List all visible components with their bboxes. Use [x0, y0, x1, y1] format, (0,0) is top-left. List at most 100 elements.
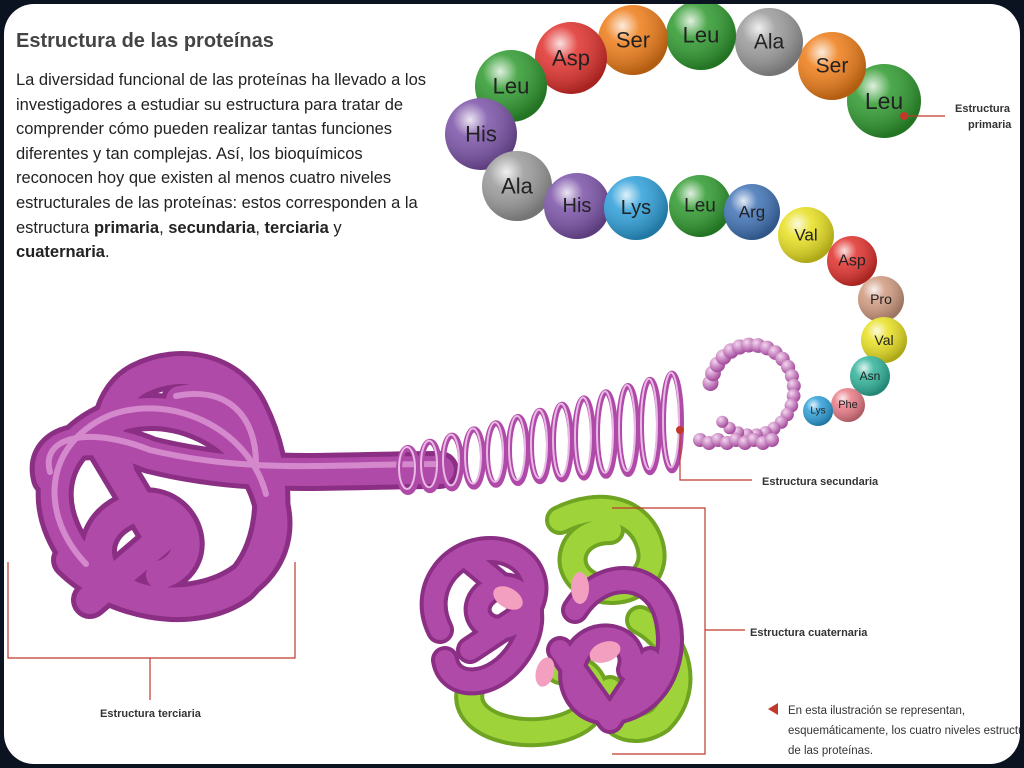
- alpha-helix: [396, 370, 684, 495]
- helix-coil-highlight: [442, 433, 460, 487]
- amino-acid-shine: [798, 32, 866, 100]
- amino-acid-bead: Ser: [798, 32, 866, 100]
- amino-acid-shine: [827, 236, 877, 286]
- bead-chain: [693, 337, 801, 450]
- loop-bead: [716, 415, 729, 428]
- amino-acid-bead: Ala: [735, 8, 803, 76]
- amino-acid-shine: [778, 207, 834, 263]
- amino-acid-label: Ser: [616, 28, 650, 53]
- amino-acid-bead: Val: [778, 207, 834, 263]
- amino-acid-shine: [445, 98, 517, 170]
- amino-acid-shine: [858, 276, 904, 322]
- amino-acid-label: Val: [794, 226, 817, 245]
- amino-acid-label: His: [465, 122, 497, 147]
- label-secundaria: Estructura secundaria: [762, 476, 879, 488]
- amino-acid-label: Asn: [860, 369, 881, 383]
- helix-coil-highlight: [662, 371, 680, 469]
- amino-acid-bead: Asp: [535, 22, 607, 94]
- page-title: Estructura de las proteínas: [16, 30, 274, 52]
- amino-acid-shine: [669, 175, 731, 237]
- amino-acid-shine: [535, 22, 607, 94]
- amino-acid-bead: Asn: [850, 356, 890, 396]
- amino-acid-label: Pro: [870, 291, 892, 307]
- protein-structure-illustration: LeuSerAlaLeuSerAspLeuHisAlaHisLysLeuArgV…: [7, 4, 1020, 757]
- amino-acid-shine: [666, 4, 736, 70]
- intro-paragraph: La diversidad funcional de las proteínas…: [16, 68, 428, 265]
- helix-coil-highlight: [530, 408, 548, 480]
- amino-acid-label: Leu: [493, 74, 530, 99]
- label-primaria-line2: primaria: [968, 119, 1012, 131]
- intro-sep2: ,: [255, 218, 265, 237]
- helix-coil-highlight: [508, 415, 526, 481]
- content-panel: Estructura de las proteínas La diversida…: [4, 4, 1020, 764]
- amino-acid-label: Ala: [501, 174, 534, 199]
- amino-acid-label: Phe: [838, 399, 858, 411]
- label-cuaternaria: Estructura cuaternaria: [750, 627, 868, 639]
- amino-acid-shine: [850, 356, 890, 396]
- term-primaria: primaria: [93, 218, 160, 237]
- loop-bead: [765, 433, 779, 447]
- amino-acid-label: Ala: [754, 31, 785, 54]
- amino-acid-label: Leu: [865, 88, 903, 114]
- amino-acid-label: Asp: [552, 46, 590, 71]
- amino-acid-label: His: [563, 195, 592, 217]
- helix-coil-highlight: [464, 427, 482, 485]
- tertiary-structure: [29, 351, 459, 622]
- amino-acid-shine: [861, 317, 907, 363]
- amino-acid-bead: Val: [861, 317, 907, 363]
- amino-acid-bead: Leu: [669, 175, 731, 237]
- term-terciaria: terciaria: [264, 218, 329, 237]
- amino-acid-label: Lys: [621, 197, 651, 219]
- amino-acid-shine: [735, 8, 803, 76]
- amino-acid-shine: [831, 388, 865, 422]
- amino-acid-bead: Pro: [858, 276, 904, 322]
- amino-acid-bead: Ala: [482, 151, 552, 221]
- amino-acid-bead: His: [445, 98, 517, 170]
- amino-acid-bead: Ser: [598, 5, 668, 75]
- amino-acid-bead: His: [544, 173, 610, 239]
- amino-acid-shine: [544, 173, 610, 239]
- amino-acid-label: Asp: [838, 253, 866, 270]
- helix-coil-highlight: [552, 402, 570, 478]
- amino-acid-bead: Lys: [604, 176, 668, 240]
- amino-acid-shine: [724, 184, 780, 240]
- quaternary-structure: [419, 494, 693, 748]
- intro-text: La diversidad funcional de las proteínas…: [16, 71, 427, 237]
- label-terciaria: Estructura terciaria: [100, 708, 202, 720]
- caption-arrow-icon: [768, 703, 778, 715]
- intro-sep1: ,: [159, 218, 169, 237]
- amino-acid-label: Leu: [683, 23, 720, 48]
- helix-coil-highlight: [640, 377, 658, 471]
- intro-end: .: [104, 243, 110, 262]
- term-cuaternaria: cuaternaria: [16, 243, 105, 262]
- amino-acid-shine: [482, 151, 552, 221]
- amino-acid-bead: Asp: [827, 236, 877, 286]
- amino-acid-label: Lys: [810, 406, 825, 417]
- caption-line1: En esta ilustración se representan,: [788, 705, 965, 717]
- amino-acid-label: Ser: [816, 55, 849, 78]
- secondary-marker-dot: [676, 426, 684, 434]
- amino-acid-label: Arg: [739, 203, 765, 222]
- leaders: [7, 115, 945, 755]
- primary-marker-dot: [900, 112, 908, 120]
- helix-coil-highlight: [618, 384, 636, 472]
- intro-sep3: y: [328, 218, 342, 237]
- amino-acid-bead: Lys: [803, 396, 833, 426]
- amino-acid-label: Val: [874, 332, 893, 348]
- amino-acid-label: Leu: [684, 196, 716, 217]
- amino-acid-bead: Arg: [724, 184, 780, 240]
- amino-acid-bead: Leu: [666, 4, 736, 70]
- helix-coil-highlight: [398, 446, 416, 490]
- helix-coil-highlight: [420, 439, 438, 489]
- helix-coil-highlight: [486, 421, 504, 483]
- helix-coil-highlight: [574, 396, 592, 476]
- amino-acid-shine: [604, 176, 668, 240]
- amino-acid-shine: [803, 396, 833, 426]
- amino-acid-shine: [598, 5, 668, 75]
- helix-coil-highlight: [596, 390, 614, 474]
- caption-line2: esquemáticamente, los cuatro niveles est…: [788, 725, 1020, 737]
- term-secundaria: secundaria: [168, 218, 256, 237]
- amino-acid-bead: Phe: [831, 388, 865, 422]
